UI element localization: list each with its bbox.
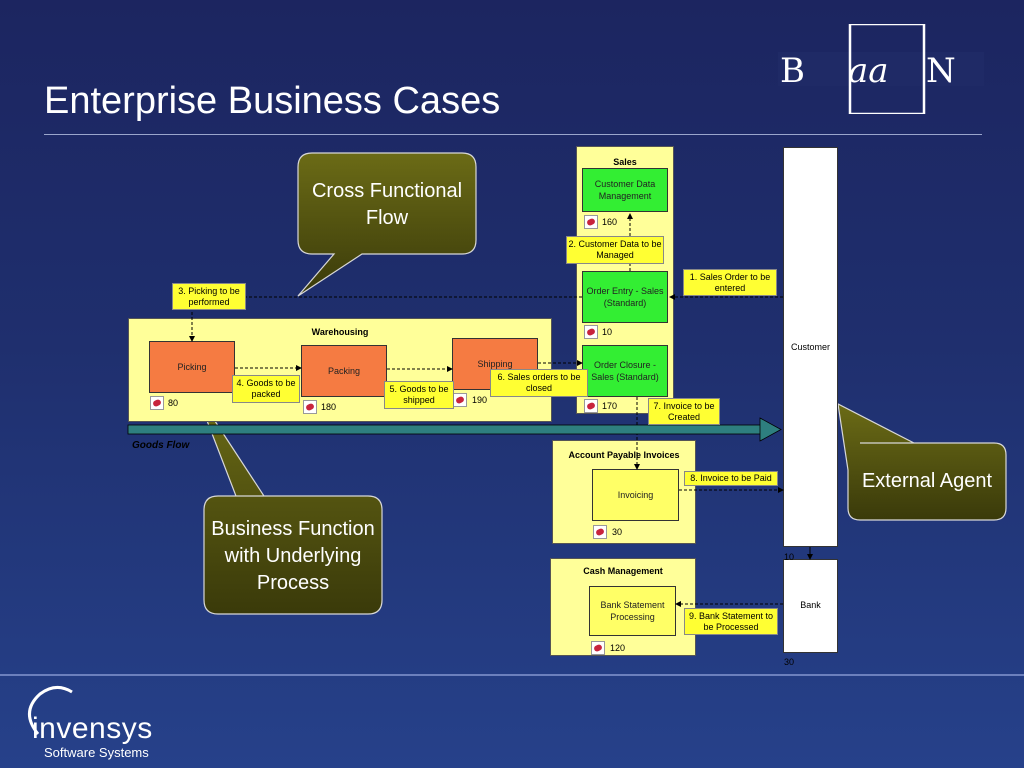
business-callout-shape <box>195 391 383 615</box>
sales-panel-title: Sales <box>613 157 637 167</box>
process-model-icon[interactable] <box>591 641 605 655</box>
process-model-icon[interactable] <box>584 215 598 229</box>
invensys-swoosh-icon <box>28 686 73 735</box>
goods-flow-arrow <box>127 417 782 442</box>
external-callout-shape <box>837 402 1007 521</box>
customer-data-process[interactable]: Customer Data Management <box>582 168 668 212</box>
cross-callout-text: Cross Functional Flow <box>311 180 463 229</box>
customer-agent[interactable]: Customer <box>783 147 838 547</box>
cash-panel-title: Cash Management <box>583 566 663 576</box>
ap-panel-title: Account Payable Invoices <box>568 450 680 460</box>
step-8-label: 8. Invoice to be Paid <box>684 471 778 486</box>
customer-label: Customer <box>790 342 830 352</box>
warehousing-panel-title: Warehousing <box>311 327 369 337</box>
packing-process[interactable]: Packing <box>301 345 387 397</box>
goods-flow-label: Goods Flow <box>132 440 190 451</box>
title-divider <box>44 134 982 135</box>
logo-letter-n: N <box>926 51 956 91</box>
step-9-label: 9. Bank Statement to be Processed <box>684 608 778 635</box>
invoicing-process[interactable]: Invoicing <box>592 469 679 521</box>
picking-process[interactable]: Picking <box>149 341 235 393</box>
step-3-label: 3. Picking to be performed <box>172 283 246 310</box>
bank-label: Bank <box>800 600 821 610</box>
process-model-icon[interactable] <box>303 400 317 414</box>
packing-number: 180 <box>321 402 337 412</box>
software-systems-label: Software Systems <box>44 745 149 760</box>
customer-number: 10 <box>784 552 795 562</box>
logo-letters-aa: aa <box>848 51 889 91</box>
process-model-icon[interactable] <box>593 525 607 539</box>
slide-title: Enterprise Business Cases <box>44 80 501 122</box>
process-model-icon[interactable] <box>150 396 164 410</box>
footer-divider <box>0 674 1024 676</box>
order-entry-process[interactable]: Order Entry - Sales (Standard) <box>582 271 668 323</box>
process-model-icon[interactable] <box>584 399 598 413</box>
order-closure-number: 170 <box>602 401 618 411</box>
picking-number: 80 <box>168 398 179 408</box>
order-entry-number: 10 <box>602 327 613 337</box>
step-1-label: 1. Sales Order to be entered <box>683 269 777 296</box>
invensys-wordmark: invensys <box>32 712 153 745</box>
process-model-icon[interactable] <box>584 325 598 339</box>
bank-agent[interactable]: Bank <box>783 559 838 653</box>
shipping-number: 190 <box>472 395 488 405</box>
cross-callout-shape <box>297 152 477 297</box>
step-6-label: 6. Sales orders to be closed <box>490 369 588 397</box>
customer-data-number: 160 <box>602 217 618 227</box>
step-5-label: 5. Goods to be shipped <box>384 381 454 409</box>
logo-letter-b: B <box>780 51 805 91</box>
bank-statement-process[interactable]: Bank Statement Processing <box>589 586 676 636</box>
baan-logo: B aa N <box>778 22 984 116</box>
business-callout-text: Business Function with Underlying Proces… <box>211 517 375 594</box>
logo-band <box>778 52 984 86</box>
external-callout-text: External Agent <box>861 469 993 492</box>
bank-number: 30 <box>784 657 795 667</box>
bank-statement-number: 120 <box>610 643 626 653</box>
invoicing-number: 30 <box>612 527 623 537</box>
step-2-label: 2. Customer Data to be Managed <box>566 236 664 264</box>
order-closure-process[interactable]: Order Closure - Sales (Standard) <box>582 345 668 397</box>
step-4-label: 4. Goods to be packed <box>232 375 300 403</box>
step-7-label: 7. Invoice to be Created <box>648 398 720 425</box>
